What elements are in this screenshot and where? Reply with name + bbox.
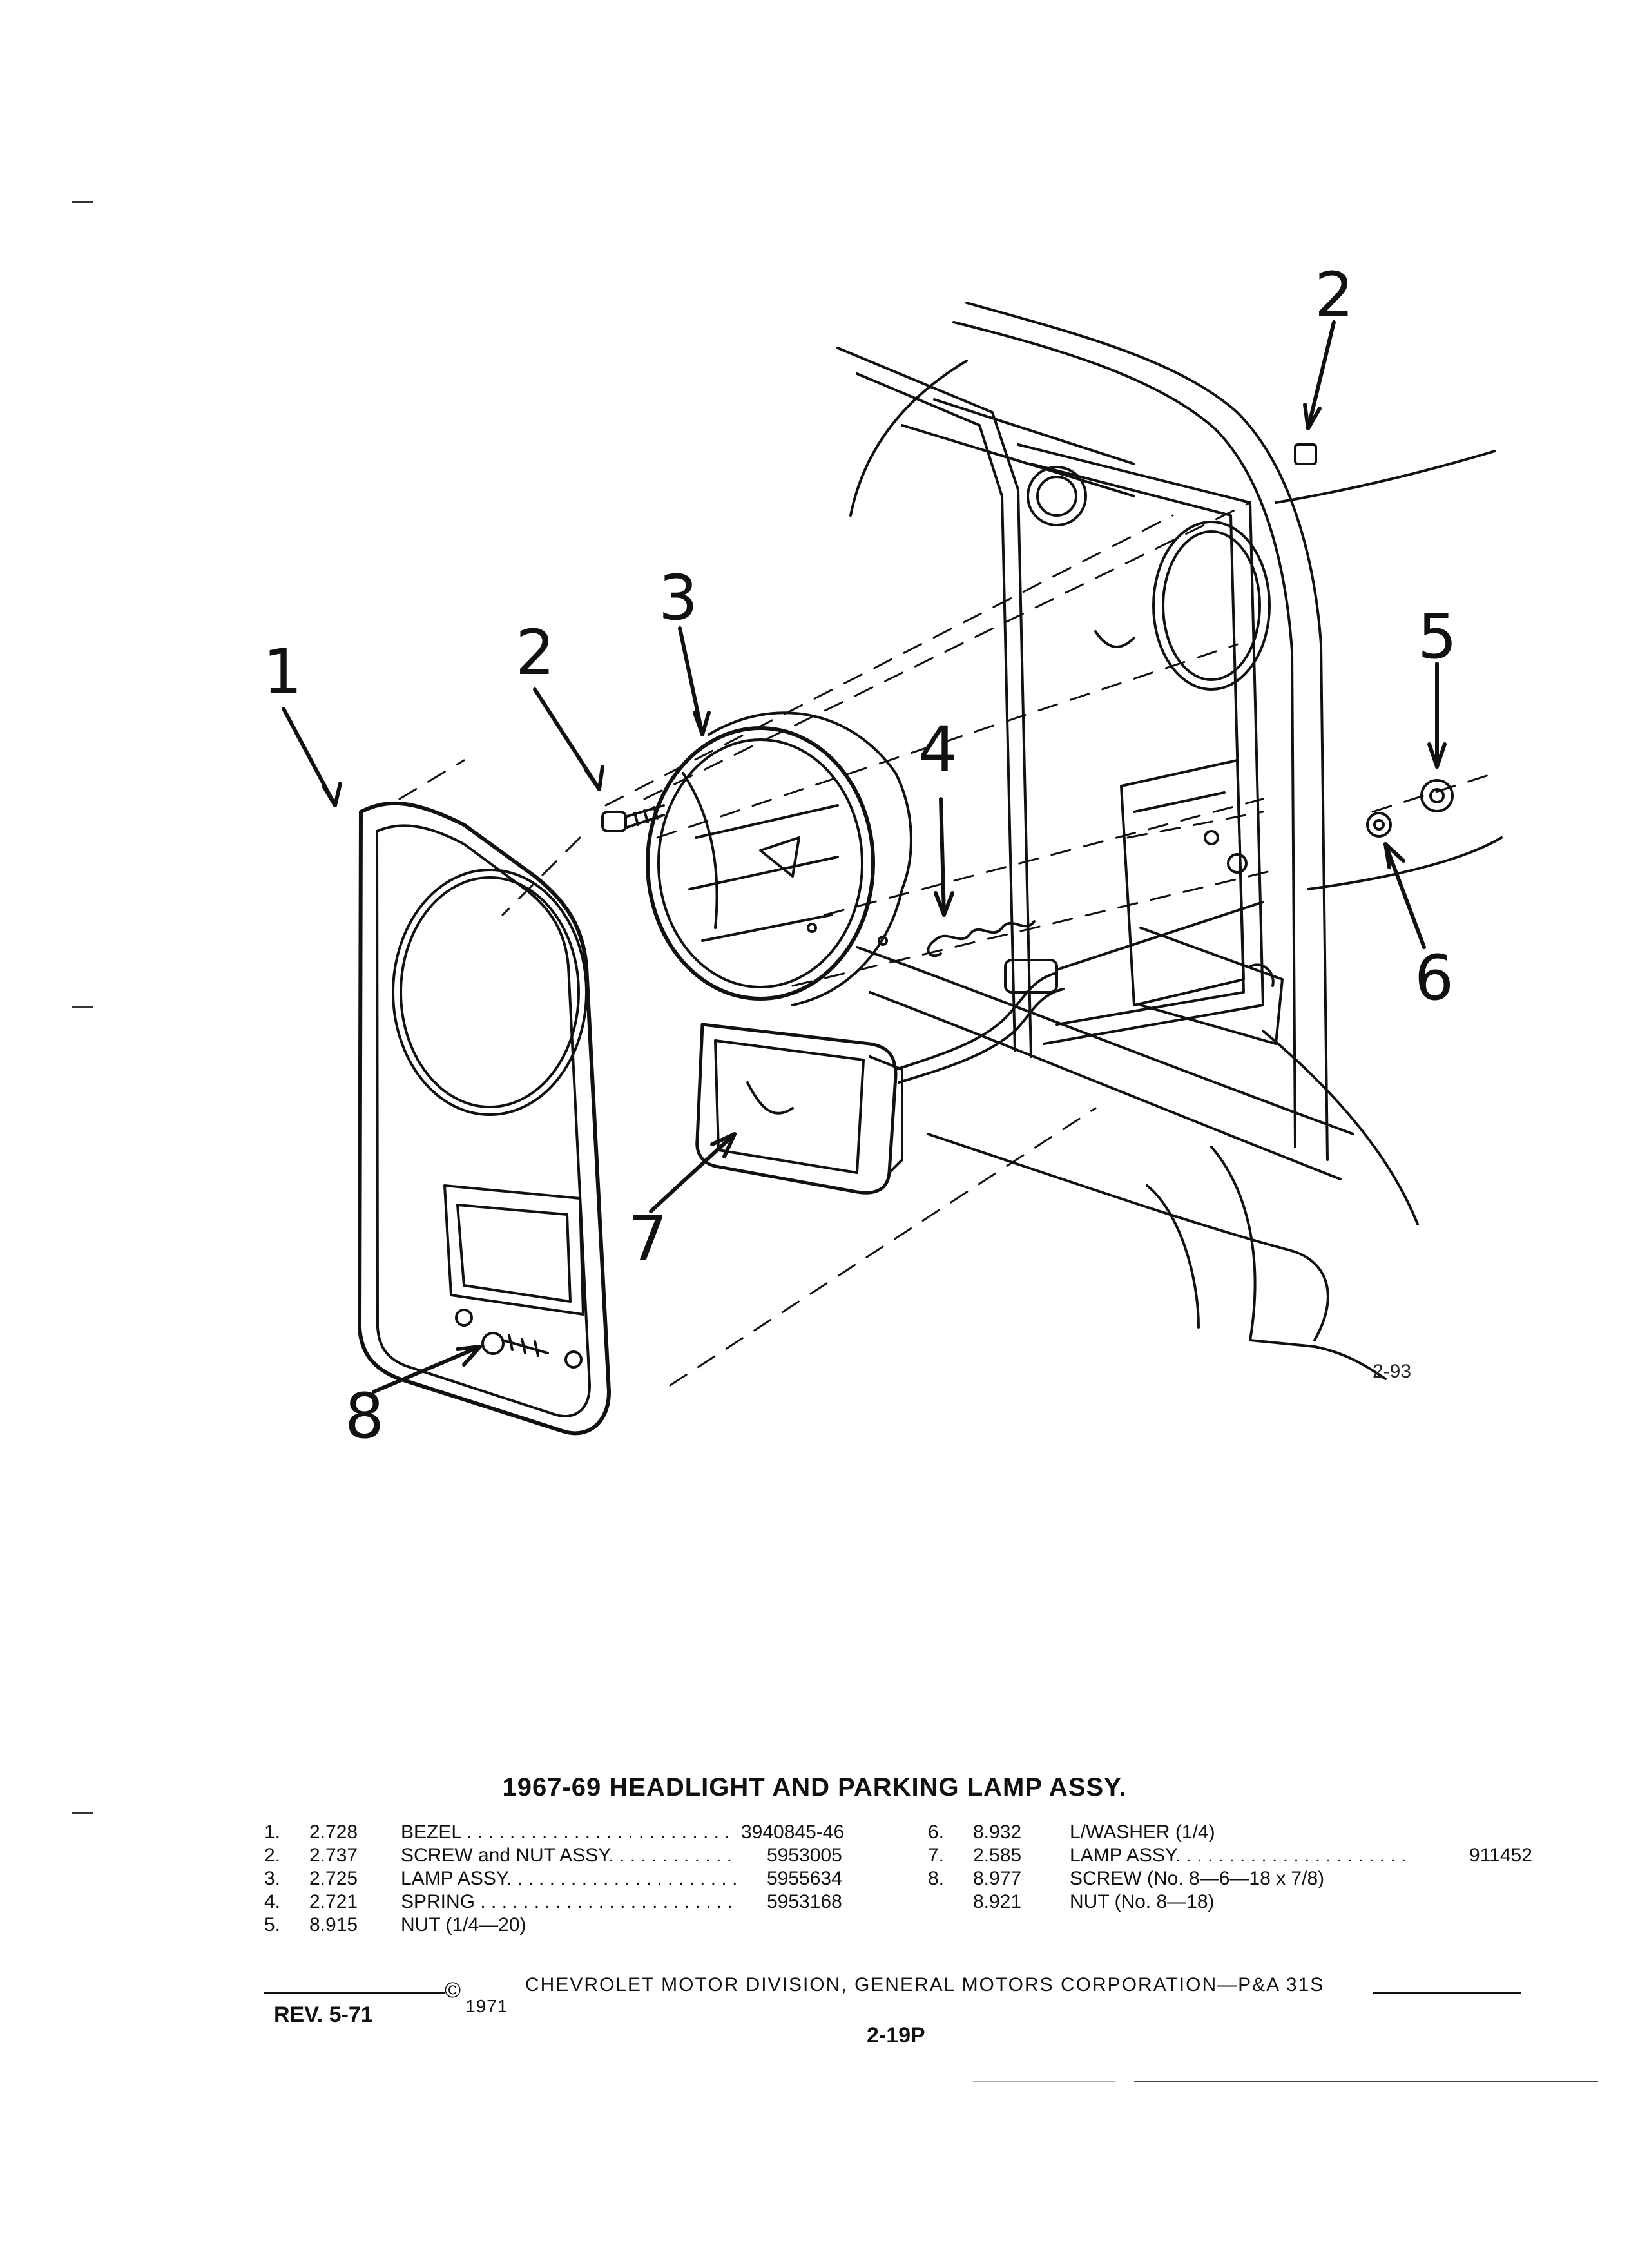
part-row: 5. 8.915 NUT (1/4—20) bbox=[264, 1914, 876, 1937]
copyright-symbol: © bbox=[445, 1978, 463, 2003]
part-num: 6. bbox=[928, 1821, 945, 1843]
clip-drawing bbox=[1294, 443, 1317, 465]
bottom-rule-faint bbox=[973, 2081, 1115, 2082]
parts-list-right: 6. 8.932 L/WASHER (1/4) 7. 2.585 LAMP AS… bbox=[928, 1821, 1559, 1914]
edge-mark bbox=[72, 1006, 93, 1008]
figure-code: 2-93 bbox=[1373, 1361, 1412, 1382]
group-num: 2.737 bbox=[309, 1845, 358, 1866]
nut-drawing bbox=[1420, 779, 1454, 812]
assembly-lines bbox=[398, 501, 1496, 1387]
part-row: 7. 2.585 LAMP ASSY. 911452 bbox=[928, 1844, 1559, 1867]
part-row: 8.921 NUT (No. 8—18) bbox=[928, 1890, 1559, 1914]
edge-mark bbox=[72, 1812, 93, 1814]
leader-arrows bbox=[282, 320, 1447, 1394]
callout-6: 6 bbox=[1414, 942, 1454, 1014]
part-row: 4. 2.721 SPRING 5953168 bbox=[264, 1890, 876, 1914]
headlamp-drawing bbox=[646, 711, 912, 1006]
edge-mark bbox=[72, 201, 93, 203]
spring-drawing bbox=[927, 920, 1036, 957]
part-num: 2. bbox=[264, 1845, 281, 1866]
callout-7: 7 bbox=[628, 1203, 668, 1275]
part-desc: SPRING bbox=[401, 1890, 736, 1914]
group-num: 8.932 bbox=[973, 1821, 1022, 1843]
callout-1: 1 bbox=[263, 636, 303, 708]
group-num: 8.921 bbox=[973, 1891, 1022, 1912]
footer-text: CHEVROLET MOTOR DIVISION, GENERAL MOTORS… bbox=[525, 1974, 1325, 1995]
page-number: 2-19P bbox=[867, 2023, 925, 2048]
page-title: 1967-69 HEADLIGHT AND PARKING LAMP ASSY. bbox=[502, 1773, 1127, 1802]
revision-label: REV. 5-71 bbox=[274, 2003, 373, 2027]
callout-5: 5 bbox=[1418, 601, 1458, 673]
part-num: 5. bbox=[264, 1914, 281, 1936]
part-row: 8. 8.977 SCREW (No. 8—6—18 x 7/8) bbox=[928, 1867, 1559, 1890]
group-num: 8.977 bbox=[973, 1868, 1022, 1889]
part-row: 3. 2.725 LAMP ASSY. 5955634 bbox=[264, 1867, 876, 1890]
part-row: 2. 2.737 SCREW and NUT ASSY. 5953005 bbox=[264, 1844, 876, 1867]
group-num: 8.915 bbox=[309, 1914, 358, 1936]
footer-rule-right bbox=[1373, 1992, 1521, 1994]
part-number: 5953168 bbox=[767, 1891, 842, 1912]
part-num: 7. bbox=[928, 1845, 945, 1866]
group-num: 2.721 bbox=[309, 1891, 358, 1912]
part-number: 5955634 bbox=[767, 1868, 842, 1889]
part-desc: LAMP ASSY. bbox=[1070, 1844, 1405, 1867]
bottom-rule bbox=[1134, 2081, 1598, 2082]
screw-drawing bbox=[601, 804, 665, 832]
callout-2-screw: 2 bbox=[516, 617, 555, 689]
part-number: 5953005 bbox=[767, 1845, 842, 1866]
group-num: 2.585 bbox=[973, 1845, 1022, 1866]
part-num: 1. bbox=[264, 1821, 281, 1843]
group-num: 2.725 bbox=[309, 1868, 358, 1889]
parking-lamp-drawing bbox=[695, 901, 1264, 1195]
washer-drawing bbox=[1366, 812, 1392, 838]
part-desc: L/WASHER (1/4) bbox=[1070, 1821, 1215, 1843]
part-number: 911452 bbox=[1469, 1845, 1532, 1866]
callout-2-clip: 2 bbox=[1315, 259, 1354, 331]
part-desc: SCREW (No. 8—6—18 x 7/8) bbox=[1070, 1868, 1325, 1889]
part-desc: LAMP ASSY. bbox=[401, 1867, 736, 1890]
part-desc: SCREW and NUT ASSY. bbox=[401, 1844, 736, 1867]
part-num: 4. bbox=[264, 1891, 281, 1912]
copyright-year: 1971 bbox=[465, 1996, 508, 2016]
part-number: 3940845-46 bbox=[741, 1821, 845, 1843]
callout-4: 4 bbox=[918, 713, 958, 785]
callout-3: 3 bbox=[659, 562, 699, 634]
callout-8: 8 bbox=[345, 1380, 385, 1452]
fender-outline bbox=[836, 302, 1503, 1380]
footer-rule-left bbox=[264, 1992, 445, 1994]
part-row: 1. 2.728 BEZEL 3940845-46 bbox=[264, 1821, 876, 1844]
part-num: 8. bbox=[928, 1868, 945, 1889]
exploded-view-diagram bbox=[282, 302, 1503, 1436]
bezel-drawing bbox=[358, 801, 611, 1436]
parts-list-left: 1. 2.728 BEZEL 3940845-46 2. 2.737 SCREW… bbox=[264, 1821, 876, 1937]
part-num: 3. bbox=[264, 1868, 281, 1889]
part-row: 6. 8.932 L/WASHER (1/4) bbox=[928, 1821, 1559, 1844]
part-desc: BEZEL bbox=[401, 1821, 736, 1844]
part-desc: NUT (1/4—20) bbox=[401, 1914, 526, 1936]
group-num: 2.728 bbox=[309, 1821, 358, 1843]
part-desc: NUT (No. 8—18) bbox=[1070, 1891, 1215, 1912]
